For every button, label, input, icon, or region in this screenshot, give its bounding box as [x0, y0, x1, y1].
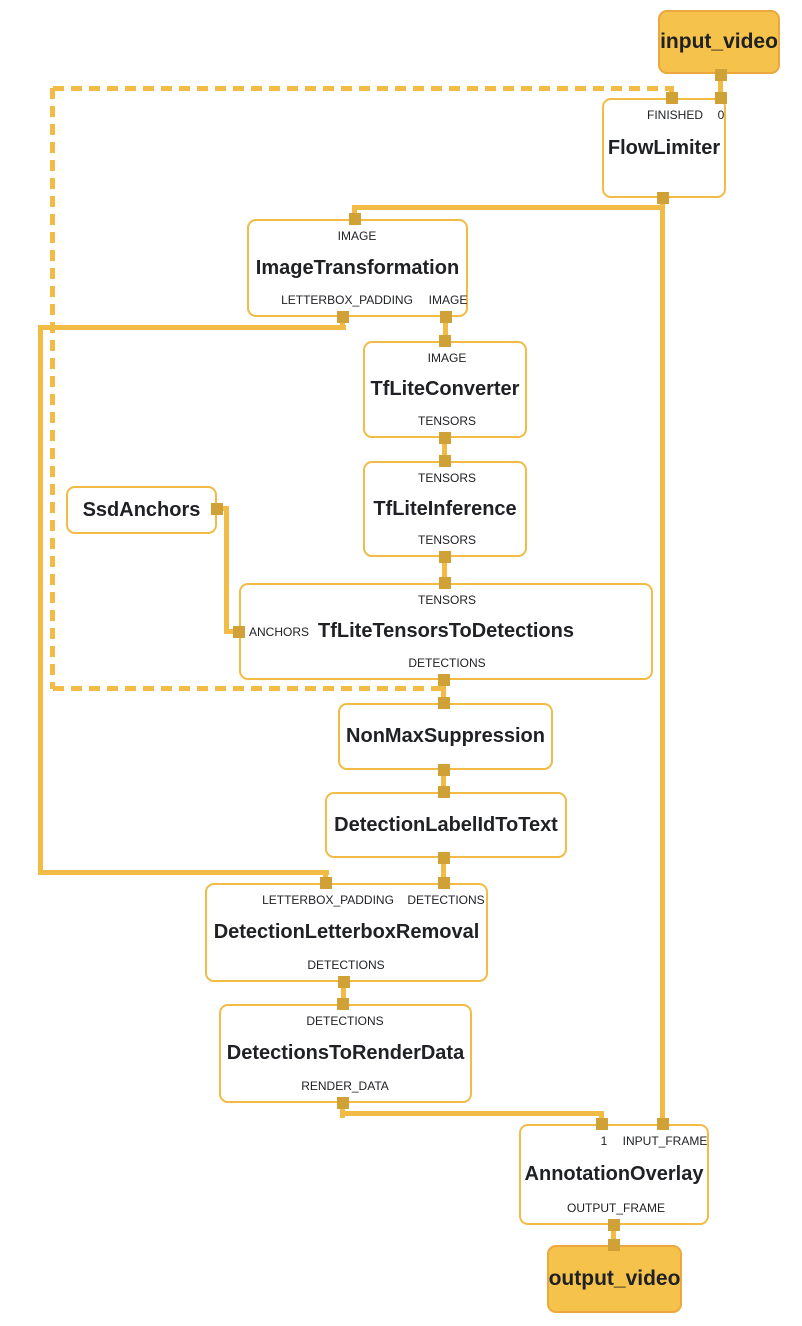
- port-label-render-data-out: RENDER_DATA: [301, 1079, 389, 1093]
- port-label-tensors-out: TENSORS: [417, 414, 477, 428]
- node-tflite-inference[interactable]: TENSORS TfLiteInference TENSORS: [363, 461, 527, 557]
- port-letterboxremoval-out: [338, 976, 350, 988]
- edge-annotationoverlay-to-output-video: [611, 1225, 616, 1245]
- port-tfliteconverter-out: [439, 432, 451, 444]
- edge-letterbox-padding: [38, 870, 329, 875]
- edge-flowlimiter-to-imagetransformation: [352, 205, 663, 210]
- edge-letterbox-padding: [38, 325, 43, 875]
- edge-ssdanchors-to-anchors: [224, 629, 240, 634]
- node-title: SsdAnchors: [82, 498, 201, 521]
- port-imagetransformation-letterbox-out: [337, 311, 349, 323]
- port-label-image-in: IMAGE: [337, 229, 377, 243]
- edge-letterbox-padding: [340, 317, 345, 330]
- node-title: AnnotationOverlay: [524, 1163, 704, 1185]
- edge-letterbox-padding: [323, 870, 328, 883]
- port-label-letterbox-padding-in: LETTERBOX_PADDING: [262, 893, 394, 907]
- edge-letterbox-padding: [38, 325, 346, 330]
- port-label-detections-out: DETECTIONS: [408, 656, 486, 670]
- edge-letterboxremoval-to-renderdata: [341, 982, 346, 1004]
- edge-tfliteconverter-to-tfliteinference: [442, 438, 447, 461]
- edge-renderdata-to-annotationoverlay: [599, 1111, 604, 1124]
- port-label-input-frame-in: INPUT_FRAME: [622, 1134, 708, 1148]
- node-detections-to-render-data[interactable]: DETECTIONS DetectionsToRenderData RENDER…: [219, 1004, 472, 1103]
- port-label-anchors-in: ANCHORS: [249, 624, 310, 639]
- port-nonmax-in: [438, 697, 450, 709]
- node-flow-limiter[interactable]: FINISHED 0 FlowLimiter: [602, 98, 726, 198]
- port-renderdata-in: [337, 998, 349, 1010]
- edge-finished-backedge: [53, 86, 672, 91]
- port-flowlimiter-out: [657, 192, 669, 204]
- port-label-detections-in: DETECTIONS: [407, 893, 485, 907]
- port-label-tensors-in: TENSORS: [417, 593, 477, 607]
- port-label-1-in: 1: [600, 1134, 608, 1148]
- edge-flowlimiter-to-imagetransformation: [352, 205, 357, 219]
- port-ssdanchors-out: [211, 503, 223, 515]
- port-tensorstodetections-anchors-in: [233, 626, 245, 638]
- edge-finished-backedge: [50, 88, 55, 689]
- port-annotationoverlay-out: [608, 1219, 620, 1231]
- node-tflite-tensors-to-detections[interactable]: TENSORS ANCHORS TfLiteTensorsToDetection…: [239, 583, 653, 680]
- port-letterboxremoval-detections-in: [438, 877, 450, 889]
- port-tfliteinference-out: [439, 551, 451, 563]
- port-letterboxremoval-letterbox-in: [320, 877, 332, 889]
- edge-nonmax-to-labelidtotext: [441, 770, 446, 792]
- edge-renderdata-to-annotationoverlay: [340, 1111, 604, 1116]
- edge-renderdata-to-annotationoverlay: [340, 1103, 345, 1118]
- node-detection-label-id-to-text[interactable]: DetectionLabelIdToText: [325, 792, 567, 858]
- node-non-max-suppression[interactable]: NonMaxSuppression: [338, 703, 553, 770]
- port-imagetransformation-image-out: [440, 311, 452, 323]
- node-image-transformation[interactable]: IMAGE ImageTransformation LETTERBOX_PADD…: [247, 219, 468, 317]
- edge-input-video-to-flowlimiter: [718, 75, 723, 98]
- node-input-video[interactable]: input_video: [658, 10, 780, 74]
- port-labelidtotext-in: [438, 786, 450, 798]
- port-tfliteinference-in: [439, 455, 451, 467]
- node-ssd-anchors[interactable]: SsdAnchors: [66, 486, 217, 534]
- edge-tfliteinference-to-tensors-to-detections: [442, 557, 447, 583]
- port-label-output-frame-out: OUTPUT_FRAME: [566, 1201, 666, 1215]
- port-label-image-in: IMAGE: [427, 351, 467, 365]
- port-label-finished: FINISHED: [646, 108, 704, 122]
- edge-flowlimiter-to-annotationoverlay: [660, 198, 665, 1124]
- port-label-0: 0: [717, 108, 725, 122]
- node-tflite-converter[interactable]: IMAGE TfLiteConverter TENSORS: [363, 341, 527, 438]
- node-title: DetectionLabelIdToText: [334, 813, 558, 836]
- port-flowlimiter-0-in: [715, 92, 727, 104]
- port-label-image-out: IMAGE: [428, 293, 468, 307]
- port-annotationoverlay-1-in: [596, 1118, 608, 1130]
- port-tensorstodetections-detections-out: [438, 674, 450, 686]
- port-label-detections-in: DETECTIONS: [306, 1014, 384, 1028]
- port-imagetransformation-image-in: [349, 213, 361, 225]
- port-label-detections-out: DETECTIONS: [307, 958, 385, 972]
- node-title: TfLiteTensorsToDetections: [318, 620, 574, 642]
- port-label-tensors-out: TENSORS: [417, 533, 477, 547]
- port-label-letterbox-padding-out: LETTERBOX_PADDING: [281, 293, 413, 307]
- port-label-tensors-in: TENSORS: [417, 471, 477, 485]
- node-title: NonMaxSuppression: [346, 725, 545, 747]
- port-tfliteconverter-in: [439, 335, 451, 347]
- port-nonmax-out: [438, 764, 450, 776]
- edge-imagetransformation-to-tfliteconverter: [443, 317, 448, 341]
- node-title: TfLiteConverter: [370, 378, 520, 400]
- node-title: ImageTransformation: [255, 256, 460, 279]
- port-output-video-in: [608, 1239, 620, 1251]
- port-labelidtotext-out: [438, 852, 450, 864]
- edge-labelidtotext-to-letterboxremoval: [441, 858, 446, 883]
- port-renderdata-out: [337, 1097, 349, 1109]
- port-input-video-out: [715, 69, 727, 81]
- node-title: DetectionLetterboxRemoval: [213, 921, 480, 943]
- node-output-video[interactable]: output_video: [547, 1245, 682, 1313]
- edge-finished-backedge: [53, 686, 444, 691]
- node-title: FlowLimiter: [607, 136, 721, 159]
- port-annotationoverlay-inputframe-in: [657, 1118, 669, 1130]
- edge-detections-to-nonmax: [441, 680, 446, 703]
- node-detection-letterbox-removal[interactable]: LETTERBOX_PADDING DETECTIONS DetectionLe…: [205, 883, 488, 982]
- node-title: output_video: [548, 1267, 681, 1290]
- edge-ssdanchors-to-anchors: [224, 506, 229, 634]
- node-title: DetectionsToRenderData: [226, 1042, 465, 1064]
- port-flowlimiter-finished-in: [666, 92, 678, 104]
- node-title: TfLiteInference: [373, 497, 517, 520]
- port-tensorstodetections-tensors-in: [439, 577, 451, 589]
- node-title: input_video: [660, 30, 778, 53]
- node-annotation-overlay[interactable]: 1 INPUT_FRAME AnnotationOverlay OUTPUT_F…: [519, 1124, 709, 1225]
